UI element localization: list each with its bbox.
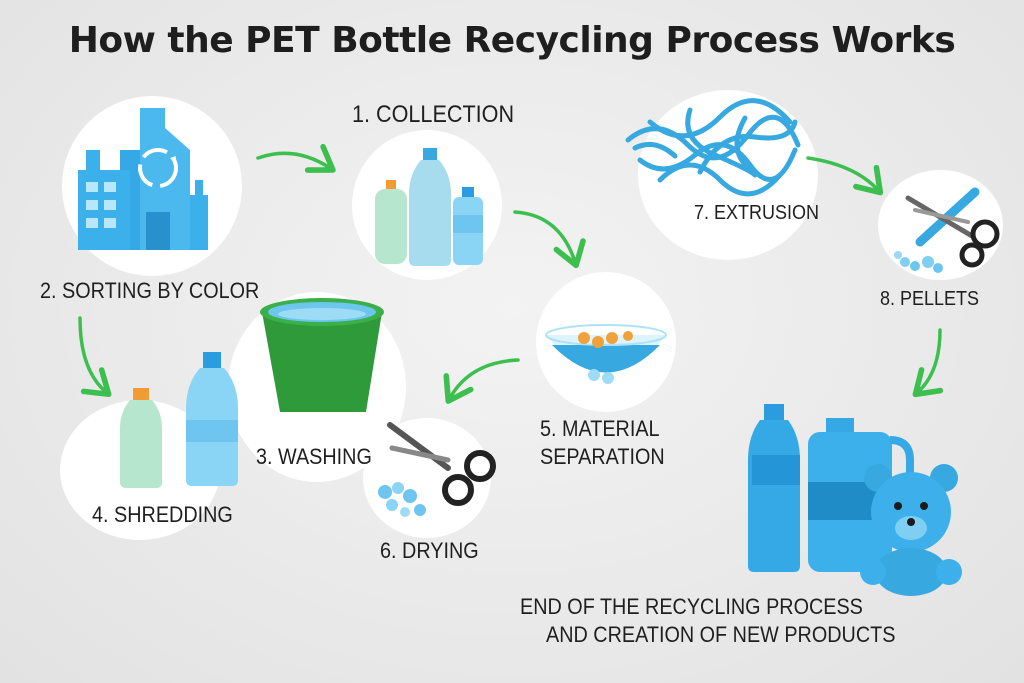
recycling-factory-icon bbox=[78, 108, 208, 250]
step-drying-label: 6. DRYING bbox=[380, 538, 479, 563]
step-sorting-label: 2. SORTING BY COLOR bbox=[40, 278, 260, 303]
step-extrusion-label: 7. EXTRUSION bbox=[694, 202, 820, 224]
pellets-scissors-icon bbox=[894, 187, 1000, 273]
step-pellets-label: 8. PELLETS bbox=[880, 288, 980, 310]
teddy-bear-icon bbox=[860, 464, 962, 596]
arrow-collection-to-separation bbox=[513, 210, 586, 269]
arrow-sorting-to-collection bbox=[256, 143, 336, 173]
end-process-label-2: AND CREATION OF NEW PRODUCTS bbox=[546, 622, 896, 647]
arrow-extrusion-to-pellets bbox=[806, 156, 884, 196]
step-separation-label-2: SEPARATION bbox=[540, 444, 665, 469]
arrow-pellets-to-products bbox=[912, 328, 944, 398]
step-shredding-label: 4. SHREDDING bbox=[92, 502, 233, 527]
shredding-bottles-icon bbox=[120, 352, 238, 488]
step-washing-label: 3. WASHING bbox=[256, 444, 372, 469]
scissors-icon bbox=[378, 422, 496, 517]
end-process-label-1: END OF THE RECYCLING PROCESS bbox=[520, 594, 863, 619]
fibers-icon bbox=[625, 98, 801, 197]
page-title: How the PET Bottle Recycling Process Wor… bbox=[68, 20, 956, 61]
bucket-icon bbox=[260, 298, 384, 412]
arrow-sorting-to-shredding bbox=[78, 316, 112, 398]
bottles-icon bbox=[375, 148, 483, 266]
step-collection-label: 1. COLLECTION bbox=[352, 101, 515, 128]
bowl-icon bbox=[545, 324, 667, 384]
arrow-separation-to-washing bbox=[443, 358, 520, 404]
step-separation-label-1: 5. MATERIAL bbox=[540, 416, 660, 441]
